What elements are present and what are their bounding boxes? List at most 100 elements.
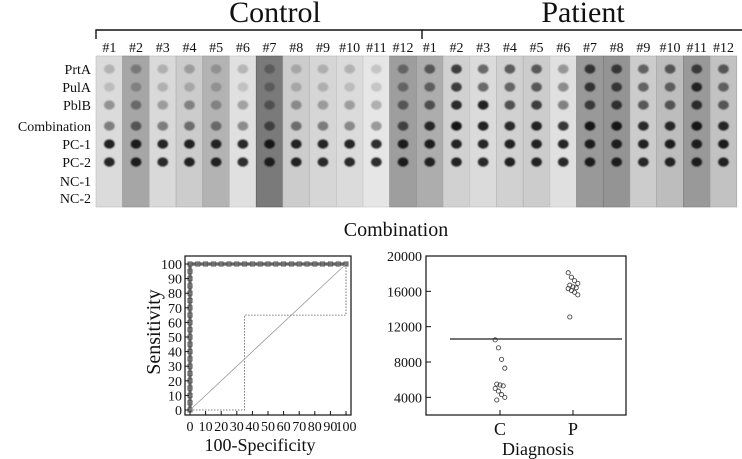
blot-dot	[264, 121, 275, 131]
blot-dot	[157, 139, 169, 149]
blot-dot	[611, 157, 623, 167]
strip-number-label: #1	[102, 41, 116, 56]
blot-dot	[611, 100, 623, 110]
scatter-point	[502, 365, 508, 371]
row-label: PC-1	[62, 138, 91, 153]
blot-dot	[611, 139, 623, 149]
strip-number-label: #10	[339, 41, 360, 56]
blot-dot	[130, 157, 142, 167]
blot-dot	[397, 100, 409, 110]
membrane-strip	[629, 55, 658, 208]
strip-number-label: #11	[366, 41, 386, 56]
roc-y-axis-label: Sensitivity	[143, 289, 165, 375]
blot-dot	[130, 121, 142, 131]
blot-dot	[718, 121, 729, 131]
blot-dot	[317, 121, 329, 131]
control-group-label: Control	[229, 0, 321, 29]
roc-y-tick-label: 40	[168, 346, 182, 361]
row-label: NC-2	[60, 192, 91, 207]
roc-y-tick-label: 100	[161, 258, 182, 273]
blot-dot	[718, 157, 729, 167]
blot-dot	[718, 139, 729, 149]
blot-dot	[557, 100, 569, 110]
strip-number-label: #1	[423, 41, 437, 56]
blot-dot	[397, 121, 409, 131]
membrane-strip	[95, 55, 124, 208]
strip-number-label: #12	[713, 41, 734, 56]
blot-dot	[557, 82, 569, 92]
scatter-plot-frame	[425, 255, 627, 416]
blot-dot	[290, 121, 302, 131]
blot-dot	[637, 121, 649, 131]
blot-dot	[477, 82, 489, 92]
roc-x-tick-label: 40	[245, 420, 259, 435]
roc-y-tick-label: 30	[168, 360, 182, 375]
membrane-strip	[282, 55, 310, 208]
blot-dot	[397, 157, 409, 167]
blot-dot	[718, 82, 729, 92]
scatter-point	[567, 314, 573, 320]
strip-number-label: #12	[393, 41, 414, 56]
row-label: PulA	[62, 81, 92, 96]
group-brackets	[95, 29, 742, 39]
membrane-strip	[656, 55, 684, 208]
scatter-marks	[450, 270, 622, 403]
blot-dot	[691, 64, 703, 74]
blot-dot	[504, 100, 516, 110]
membrane-strip	[389, 55, 417, 208]
blot-dot	[264, 100, 275, 110]
blot-dot	[103, 100, 115, 110]
blot-dot	[504, 64, 516, 74]
strip-number-label: #5	[530, 41, 544, 56]
blot-dot	[531, 139, 542, 149]
blot-dot	[184, 64, 195, 74]
membrane-strip	[576, 55, 604, 208]
strip-number-label: #9	[316, 41, 330, 56]
blot-dot	[477, 121, 489, 131]
membrane-strip	[362, 55, 391, 208]
group-labels: Control Patient	[229, 0, 625, 29]
blot-dot	[157, 157, 169, 167]
roc-y-tick-label: 90	[168, 273, 182, 288]
membrane-strip	[175, 55, 204, 208]
blot-dot	[344, 157, 356, 167]
scatter-point	[502, 394, 508, 400]
roc-x-tick-label: 10	[199, 420, 213, 435]
row-label: NC-1	[60, 175, 91, 190]
blot-dot	[664, 139, 676, 149]
blot-dot	[103, 82, 115, 92]
blot-dot	[397, 82, 409, 92]
blot-dot	[210, 100, 222, 110]
blot-dot	[531, 82, 542, 92]
blot-dot	[103, 157, 115, 167]
membrane-strip	[709, 55, 738, 208]
membrane-strip	[149, 55, 177, 208]
blot-dot	[664, 121, 676, 131]
roc-marks	[187, 261, 349, 413]
blot-dot	[157, 121, 169, 131]
blot-dot	[344, 139, 356, 149]
blot-dot	[584, 82, 596, 92]
blot-dot	[237, 121, 249, 131]
scatter-point	[499, 356, 505, 362]
scatter-point	[492, 337, 498, 343]
blot-dot	[584, 139, 596, 149]
blot-dot	[370, 100, 382, 110]
dot-blot-panel: Control Patient #1#2#3#4#5#6#7#8#9#10#11…	[18, 0, 742, 208]
roc-x-axis-label: 100-Specificity	[205, 435, 316, 455]
roc-confidence-bound	[190, 264, 347, 411]
blot-dot	[718, 100, 729, 110]
strip-number-label: #8	[610, 41, 624, 56]
blot-dot	[531, 64, 542, 74]
blot-dot	[664, 100, 676, 110]
roc-x-tick-label: 100	[336, 420, 357, 435]
strip-number-label: #9	[636, 41, 650, 56]
blot-dot	[317, 157, 329, 167]
membrane-strip	[602, 55, 631, 208]
scatter-y-tick-label: 20000	[387, 250, 422, 265]
scatter-point	[495, 388, 501, 394]
strip-number-label: #10	[660, 41, 681, 56]
blot-dot	[424, 139, 436, 149]
